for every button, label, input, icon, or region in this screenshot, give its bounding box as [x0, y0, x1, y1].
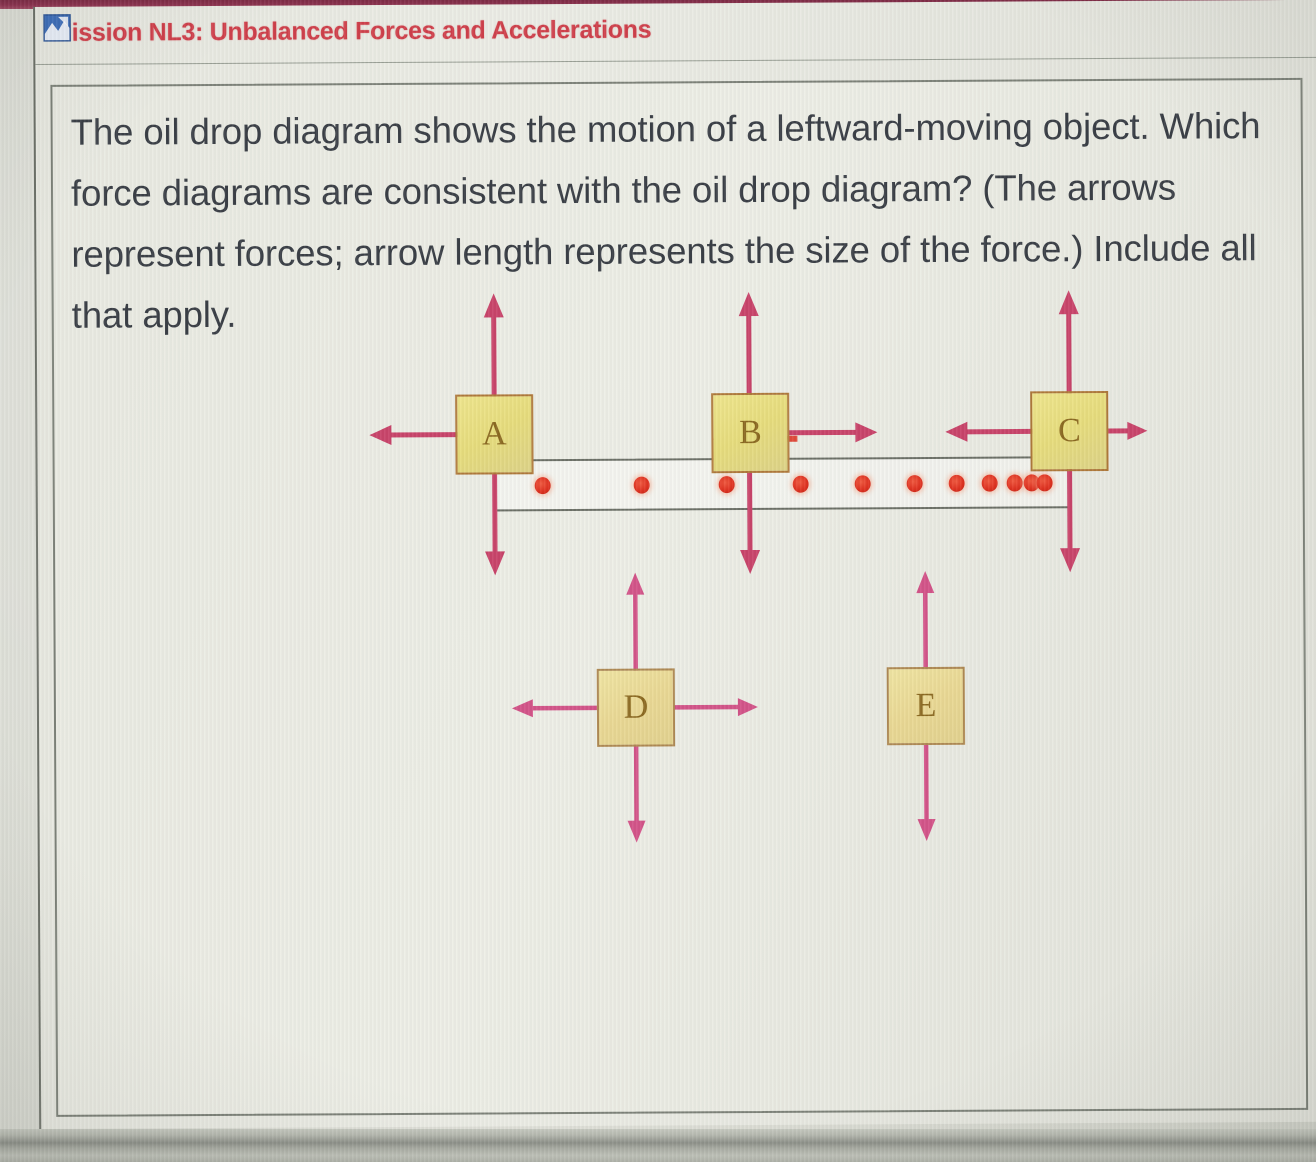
application-window: Mission NL3: Unbalanced Forces and Accel…: [33, 0, 1316, 1129]
force-diagram-c-box: C: [1030, 391, 1109, 472]
force-diagram-b[interactable]: B: [709, 287, 911, 578]
force-diagram-e-box: E: [886, 666, 966, 746]
window-title: Mission NL3: Unbalanced Forces and Accel…: [51, 15, 652, 47]
oil-drop-dot: [633, 476, 650, 494]
monitor-bottom-bezel: [0, 1129, 1316, 1162]
force-diagram-b-box: B: [711, 392, 790, 474]
app-logo-icon: [38, 11, 74, 47]
force-diagram-a-box: A: [455, 394, 534, 475]
force-diagram-c[interactable]: C: [929, 286, 1151, 577]
content-panel: The oil drop diagram shows the motion of…: [50, 77, 1309, 1117]
force-diagram-d[interactable]: D: [495, 568, 767, 850]
force-diagram-a[interactable]: A: [367, 289, 569, 580]
force-diagram-d-box: D: [596, 668, 676, 747]
force-diagram-e[interactable]: E: [845, 567, 1007, 848]
title-bar: Mission NL3: Unbalanced Forces and Accel…: [34, 0, 1316, 65]
